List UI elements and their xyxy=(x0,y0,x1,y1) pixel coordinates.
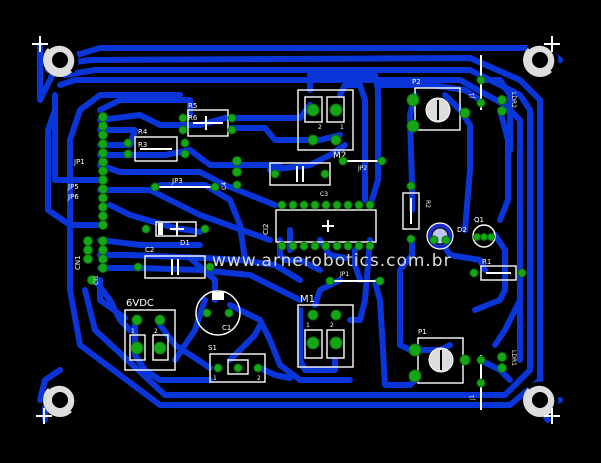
capacitor-c1: C1 xyxy=(195,290,241,336)
left-connector-pads: JP1 JP5 JP6 CN1 CI1 xyxy=(67,112,108,285)
mounting-hole-bottom-right xyxy=(523,381,560,424)
label-p2: P2 xyxy=(412,78,421,86)
label-s1: S1 xyxy=(208,344,217,352)
led-d2: D2 xyxy=(426,222,467,250)
jumper-jp3: JP3 xyxy=(150,177,220,192)
ldr-ldr1: LDR1 xyxy=(497,350,517,373)
label-ldr2: LDR2 xyxy=(510,92,517,108)
pwr-pin-1: 1 xyxy=(131,328,135,335)
pad-column-left xyxy=(83,112,108,285)
s1-pin-1: 1 xyxy=(213,375,217,382)
label-r1: R1 xyxy=(482,258,491,266)
label-jp6: JP6 xyxy=(67,193,79,201)
transistor-q1: Q1 xyxy=(472,216,496,248)
copper-traces xyxy=(37,42,563,423)
mounting-hole-top-right xyxy=(523,36,560,77)
ic-ci2: CI2 xyxy=(262,200,377,251)
power-connector: 6VDC 1 2 xyxy=(124,298,176,371)
capacitor-c2: C2 xyxy=(133,246,215,279)
diode-d1: D1 xyxy=(141,221,210,247)
label-cn1: CN1 xyxy=(74,255,82,270)
switch-s1: S1 1 2 xyxy=(208,344,266,383)
jumper-j1-top: J1 xyxy=(469,55,486,110)
jumper-jp1: JP1 xyxy=(325,271,385,286)
label-c2: C2 xyxy=(145,246,154,254)
ic-ci2-pads-bottom xyxy=(277,241,375,251)
watermark-text: www.arnerobotics.com.br xyxy=(212,251,452,271)
resistor-r2: R2 xyxy=(402,181,431,244)
motor-connector-m2: 2 1 M2 xyxy=(297,89,354,161)
trimpot-p1: P1 xyxy=(408,328,471,384)
label-c4: C4 xyxy=(221,182,228,190)
resistor-r5: R5 R6 xyxy=(178,102,237,137)
label-r6: R6 xyxy=(188,114,198,122)
label-r3: R3 xyxy=(138,141,147,149)
mounting-hole-top-left xyxy=(32,36,79,77)
m2-pin-1: 1 xyxy=(340,124,344,131)
label-jp1: JP1 xyxy=(73,158,85,166)
m1-pin-1: 1 xyxy=(306,322,310,329)
trimpot-p2: P2 xyxy=(406,78,471,133)
m2-pin-2: 2 xyxy=(318,124,322,131)
label-m1: M1 xyxy=(300,294,315,305)
resistor-r1: R1 xyxy=(469,258,527,281)
label-ci1: CI1 xyxy=(93,275,100,285)
resistor-r4: R4 R3 xyxy=(123,128,190,162)
label-ldr1: LDR1 xyxy=(510,350,517,366)
capacitor-c3: C3 xyxy=(269,162,331,198)
label-c3: C3 xyxy=(320,191,328,198)
label-p1: P1 xyxy=(418,328,427,336)
label-r2: R2 xyxy=(424,200,431,208)
label-jp5: JP5 xyxy=(67,183,79,191)
s1-pin-2: 2 xyxy=(257,375,261,382)
m1-pin-2: 2 xyxy=(330,322,334,329)
label-d1: D1 xyxy=(180,239,190,247)
capacitor-c4: C4 xyxy=(221,156,242,190)
label-jp3: JP3 xyxy=(171,177,183,185)
label-c1: C1 xyxy=(222,324,231,332)
ic-ci2-pads-top xyxy=(277,200,375,210)
pwr-pin-2: 2 xyxy=(154,328,158,335)
jumper-jp2: JP2 xyxy=(338,156,387,172)
label-m2: M2 xyxy=(333,151,347,161)
label-j1-bottom: J1 xyxy=(469,394,476,401)
label-r4: R4 xyxy=(138,128,148,136)
jumper-j1-bottom: J1 xyxy=(469,355,486,410)
ldr-ldr2: LDR2 xyxy=(497,92,517,116)
mounting-hole-bottom-left xyxy=(36,381,79,424)
label-jp1-mid: JP1 xyxy=(339,271,349,278)
label-r5: R5 xyxy=(188,102,197,110)
label-q1: Q1 xyxy=(474,216,484,224)
motor-connector-m1: M1 1 2 xyxy=(297,294,354,368)
label-jp2: JP2 xyxy=(357,165,367,172)
label-j1-top: J1 xyxy=(469,92,476,99)
label-6vdc: 6VDC xyxy=(126,298,154,309)
mounting-holes xyxy=(32,36,560,424)
label-ci2: CI2 xyxy=(262,224,270,235)
label-d2: D2 xyxy=(457,226,467,234)
